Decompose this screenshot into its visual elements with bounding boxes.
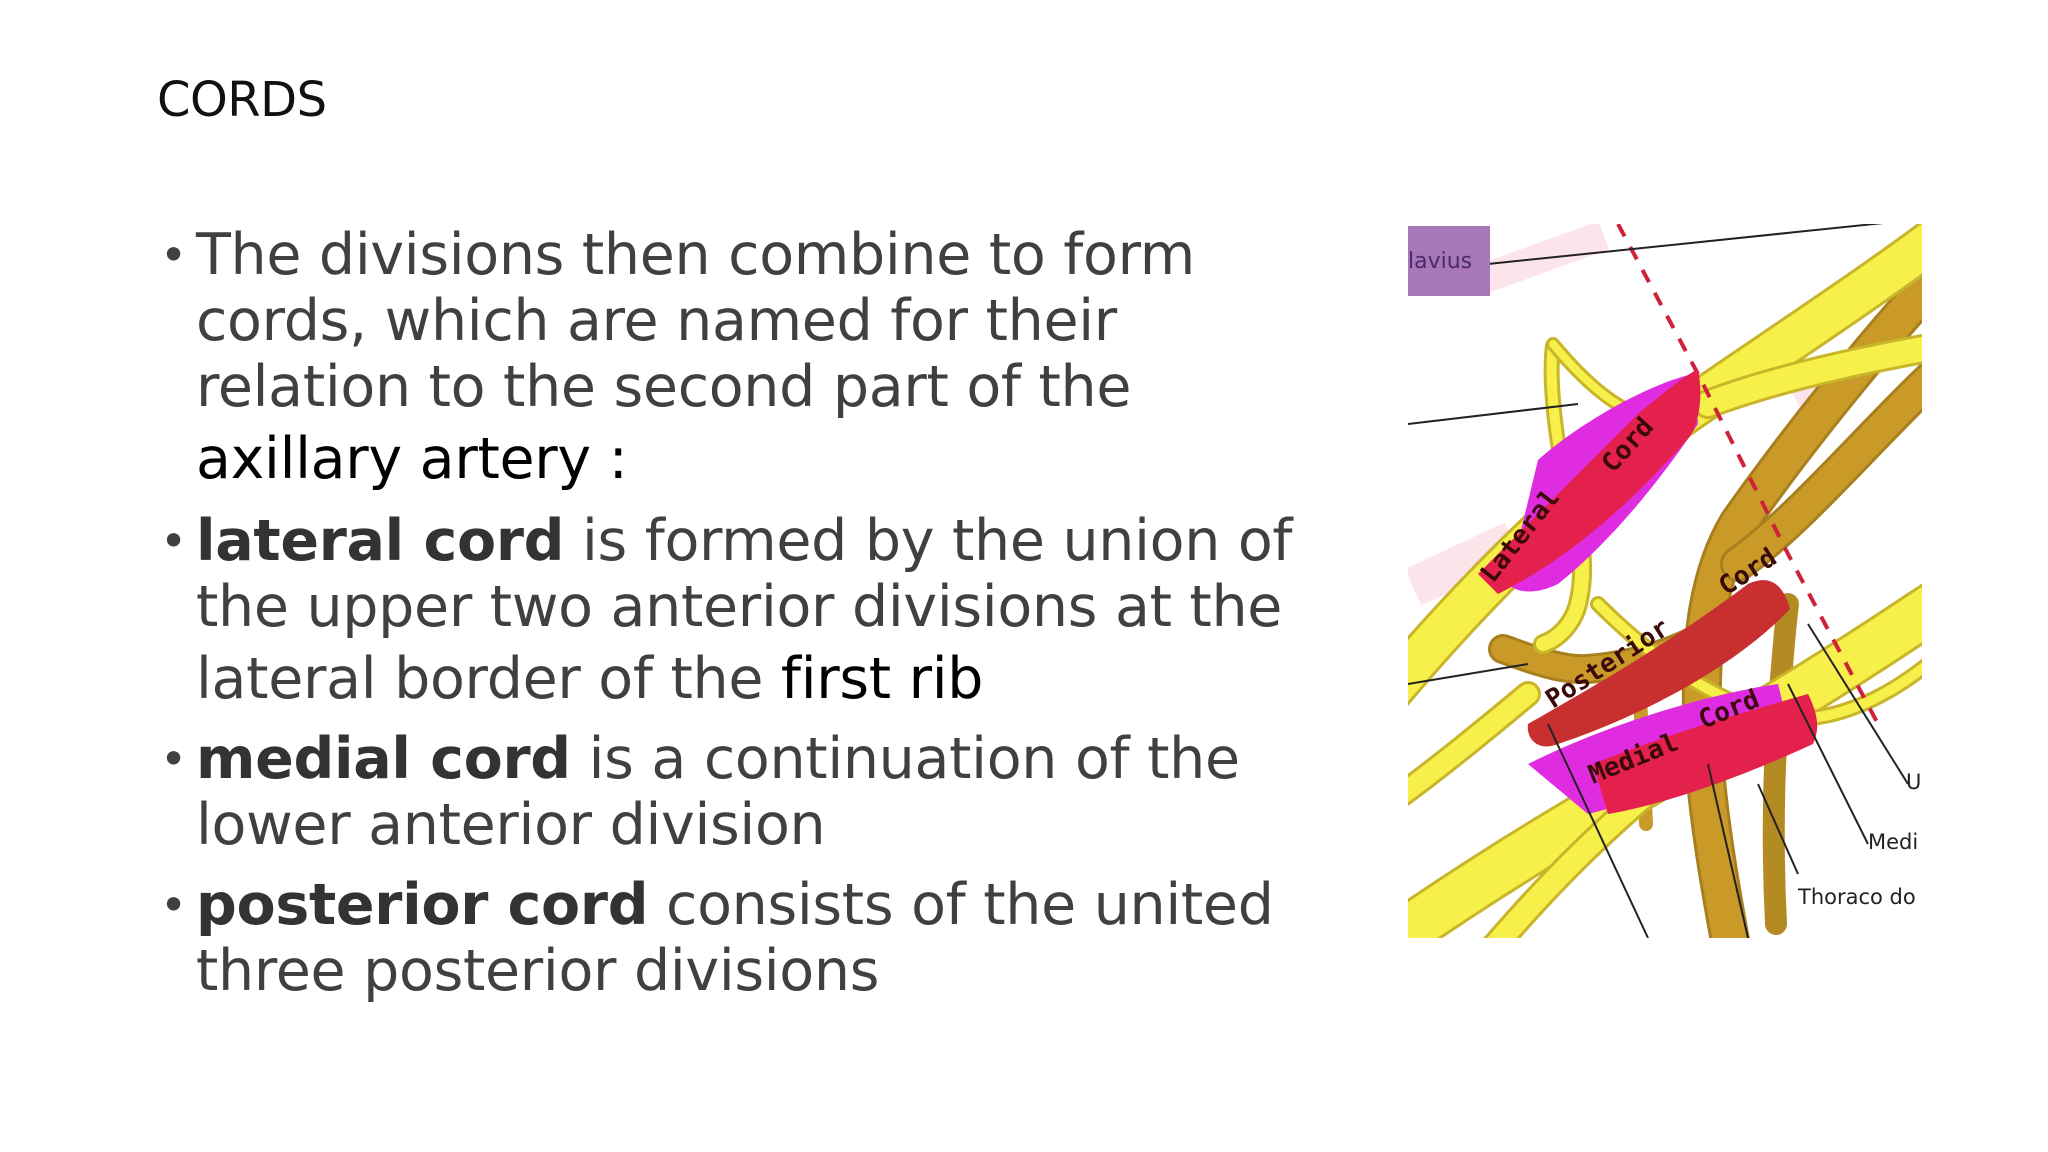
bullet-2-text: is formed by the union of	[564, 508, 1293, 574]
subclavius-label: lavius	[1408, 249, 1472, 274]
bullet-4-text: consists of the united	[648, 872, 1274, 938]
brown-nerve-upper	[1723, 366, 1922, 579]
bullet-1-line-1: The divisions then combine to form	[196, 222, 1195, 288]
bullet-medial-cord: medial cord is a continuation of the low…	[160, 726, 1320, 858]
leader-line-medi	[1787, 683, 1869, 845]
brachial-plexus-figure: lavius Lateral Cord Posterior Cord Media…	[1408, 224, 1922, 938]
bullet-2-first-rib: first rib	[780, 646, 984, 712]
medial-cord-shape	[1593, 694, 1818, 814]
bullet-3-term: medial cord	[196, 726, 571, 792]
bullet-4-line-2: three posterior divisions	[196, 938, 880, 1004]
bullet-4-term: posterior cord	[196, 872, 649, 938]
bullet-1-line-4: axillary artery :	[196, 426, 628, 492]
leader-line-top	[1487, 224, 1884, 265]
yellow-upper-branch	[1696, 336, 1922, 416]
dashed-line	[1616, 224, 1880, 725]
label-thoraco: Thoraco do	[1797, 885, 1916, 909]
leader-lines	[1408, 224, 1909, 938]
leader-line-posterior	[1547, 723, 1649, 938]
leader-line-medial	[1707, 763, 1749, 938]
leader-line-mid	[1408, 663, 1529, 685]
label-u: U	[1906, 770, 1921, 794]
bullet-2-term: lateral cord	[196, 508, 565, 574]
bullet-1-line-3: relation to the second part of the	[196, 354, 1132, 420]
cords	[1478, 369, 1818, 814]
leader-line-thoraco	[1757, 783, 1799, 875]
lateral-cord-shape	[1478, 369, 1701, 594]
brachial-plexus-diagram: lavius Lateral Cord Posterior Cord Media…	[1408, 224, 1922, 938]
posterior-cord-shape	[1527, 580, 1790, 747]
bullet-3-line-2: lower anterior division	[196, 792, 826, 858]
leader-line-u	[1807, 623, 1909, 785]
label-medi: Medi	[1868, 830, 1918, 854]
bullet-2-line-3-prefix: lateral border of the	[196, 646, 781, 712]
bullet-posterior-cord: posterior cord consists of the united th…	[160, 872, 1320, 1004]
bullet-3-text: is a continuation of the	[570, 726, 1240, 792]
right-labels: U Medi Thoraco do	[1797, 770, 1921, 909]
bullet-divisions: The divisions then combine to form cords…	[160, 222, 1320, 492]
subclavius-label-box	[1408, 226, 1490, 296]
bullet-1-line-2: cords, which are named for their	[196, 288, 1117, 354]
bullet-2-line-2: the upper two anterior divisions at the	[196, 574, 1283, 640]
leader-line-upper	[1408, 403, 1579, 425]
yellow-mid-branch	[1408, 684, 1538, 803]
slide-title: CORDS	[157, 72, 327, 128]
bullet-list: The divisions then combine to form cords…	[160, 222, 1320, 1004]
bullet-lateral-cord: lateral cord is formed by the union of t…	[160, 508, 1320, 712]
bullet-2-line-3: lateral border of the first rib	[196, 646, 983, 712]
